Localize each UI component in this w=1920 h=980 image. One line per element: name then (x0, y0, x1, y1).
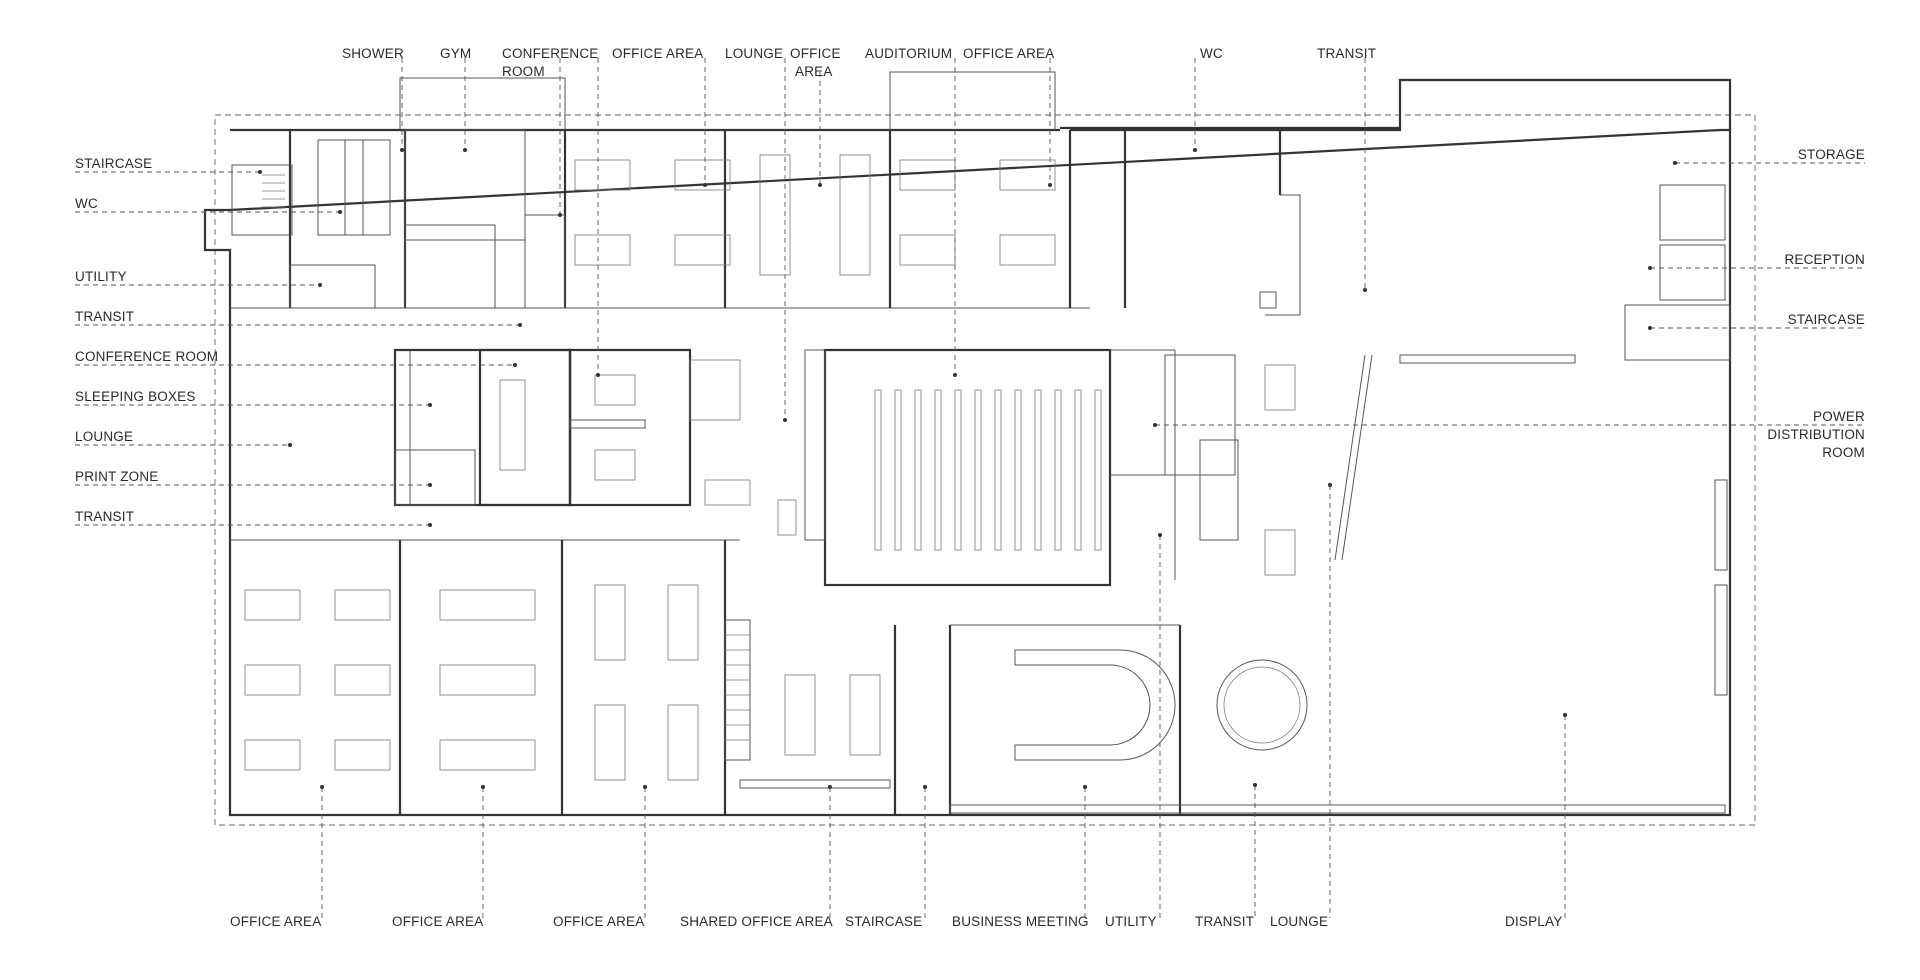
label-transit-bottom: TRANSIT (1195, 914, 1254, 929)
labels-bottom: OFFICE AREA OFFICE AREA OFFICE AREA SHAR… (230, 914, 1562, 929)
label-office-top: OFFICE (790, 46, 841, 61)
label-auditorium: AUDITORIUM (865, 46, 952, 61)
label-conference-room-left: CONFERENCE ROOM (75, 349, 218, 364)
label-lounge-left: LOUNGE (75, 429, 133, 444)
leader-lines (75, 58, 1865, 918)
site-boundary (214, 114, 1756, 826)
label-staircase-bottom: STAIRCASE (845, 914, 922, 929)
label-office-area-bottom-3: OFFICE AREA (553, 914, 644, 929)
label-utility-bottom: UTILITY (1105, 914, 1157, 929)
labels-top: SHOWER GYM CONFERENCE ROOM OFFICE AREA L… (342, 46, 1376, 79)
label-utility-left: UTILITY (75, 269, 127, 284)
label-staircase-left: STAIRCASE (75, 156, 152, 171)
label-gym: GYM (440, 46, 471, 61)
label-sleeping-boxes: SLEEPING BOXES (75, 389, 196, 404)
label-conference-room: ROOM (502, 64, 545, 79)
label-lounge-bottom: LOUNGE (1270, 914, 1328, 929)
label-wc-left: WC (75, 196, 98, 211)
label-office-area-bottom-2: OFFICE AREA (392, 914, 483, 929)
label-staircase-right: STAIRCASE (1788, 312, 1865, 327)
label-business-meeting: BUSINESS MEETING (952, 914, 1089, 929)
label-office-area-top-2: AREA (795, 64, 833, 79)
label-conference: CONFERENCE (502, 46, 599, 61)
labels-right: STORAGE RECEPTION STAIRCASE POWER DISTRI… (1767, 147, 1865, 460)
label-wc-top: WC (1200, 46, 1223, 61)
label-transit-top: TRANSIT (1317, 46, 1376, 61)
desk-clusters (244, 154, 1296, 781)
label-transit-left-2: TRANSIT (75, 509, 134, 524)
building-walls (203, 71, 1732, 817)
label-reception: RECEPTION (1784, 252, 1865, 267)
label-office-area-bottom-1: OFFICE AREA (230, 914, 321, 929)
label-display: DISPLAY (1505, 914, 1562, 929)
label-shared-office-area: SHARED OFFICE AREA (680, 914, 833, 929)
label-shower: SHOWER (342, 46, 404, 61)
auditorium-seating (874, 389, 1102, 551)
label-lounge-top: LOUNGE (725, 46, 783, 61)
label-office-area-top-3: OFFICE AREA (963, 46, 1054, 61)
label-power: POWER (1813, 409, 1865, 424)
label-transit-left-1: TRANSIT (75, 309, 134, 324)
label-distribution: DISTRIBUTION (1767, 427, 1865, 442)
label-office-area-top-1: OFFICE AREA (612, 46, 703, 61)
leader-dots (258, 148, 1677, 789)
label-room: ROOM (1822, 445, 1865, 460)
labels-left: STAIRCASE WC UTILITY TRANSIT CONFERENCE … (75, 156, 218, 524)
label-storage: STORAGE (1798, 147, 1865, 162)
label-print-zone: PRINT ZONE (75, 469, 159, 484)
